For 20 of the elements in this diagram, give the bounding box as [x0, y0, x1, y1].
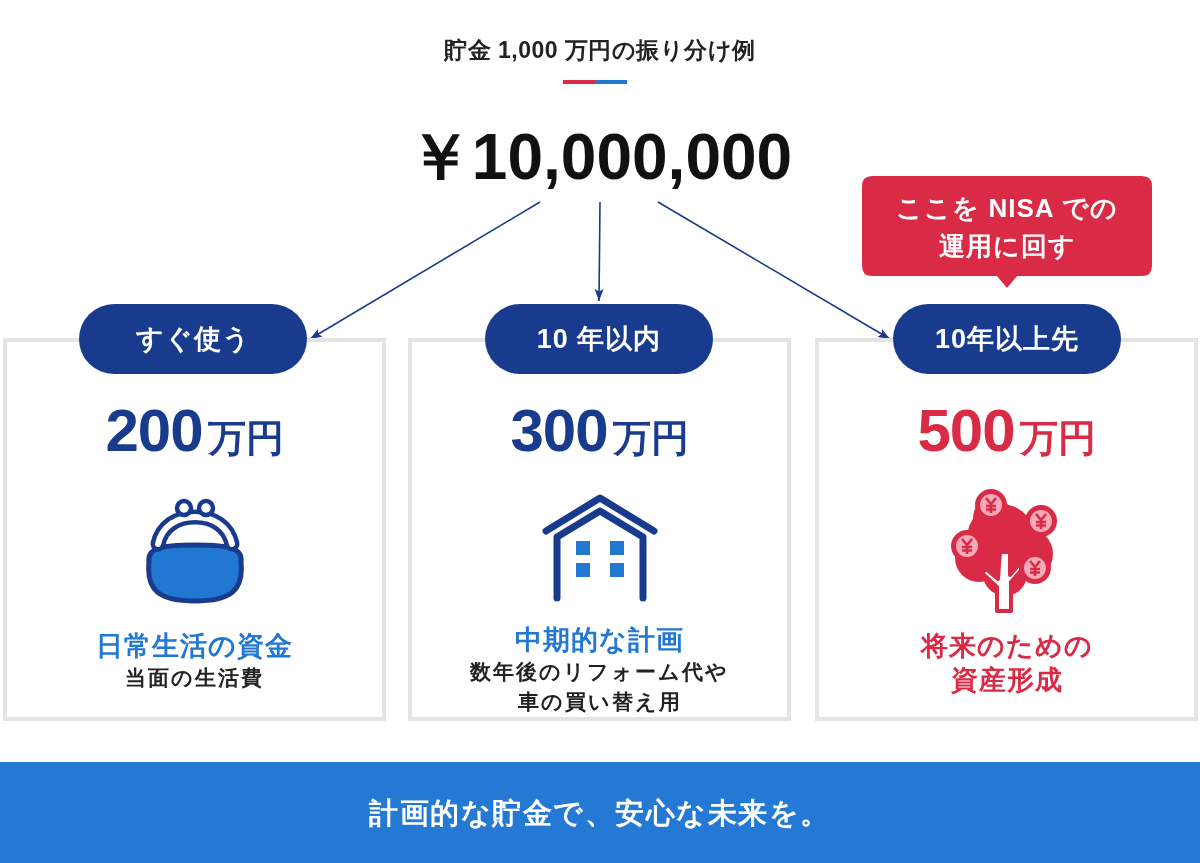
total-amount: ￥10,000,000	[407, 121, 793, 193]
amount-text: 200万円	[105, 396, 284, 466]
callout-bubble	[862, 176, 1152, 288]
arrow	[594, 201, 604, 302]
card-heading: 将来のための資産形成	[919, 630, 1094, 697]
diagram-title: 貯金 1,000 万円の振り分け例	[444, 36, 756, 65]
arrow	[657, 201, 891, 340]
card-description: 数年後のリフォーム代や車の買い替え用	[468, 659, 730, 715]
card-heading: 日常生活の資金	[96, 630, 293, 663]
amount-text: 300万円	[510, 396, 689, 466]
tag-text: 10 年以内	[536, 323, 662, 356]
banner-text: 計画的な貯金で、安心な未来を。	[369, 795, 831, 831]
arrow	[309, 201, 541, 340]
amount-text: 500万円	[917, 396, 1096, 466]
callout-text: ここを NISA での運用に回す	[895, 192, 1119, 263]
tag-text: 10年以上先	[934, 323, 1079, 356]
card-heading: 中期的な計画	[515, 624, 684, 657]
card-description: 当面の生活費	[125, 665, 264, 691]
footer-banner	[0, 762, 1200, 863]
tag-text: すぐ使う	[135, 323, 251, 356]
